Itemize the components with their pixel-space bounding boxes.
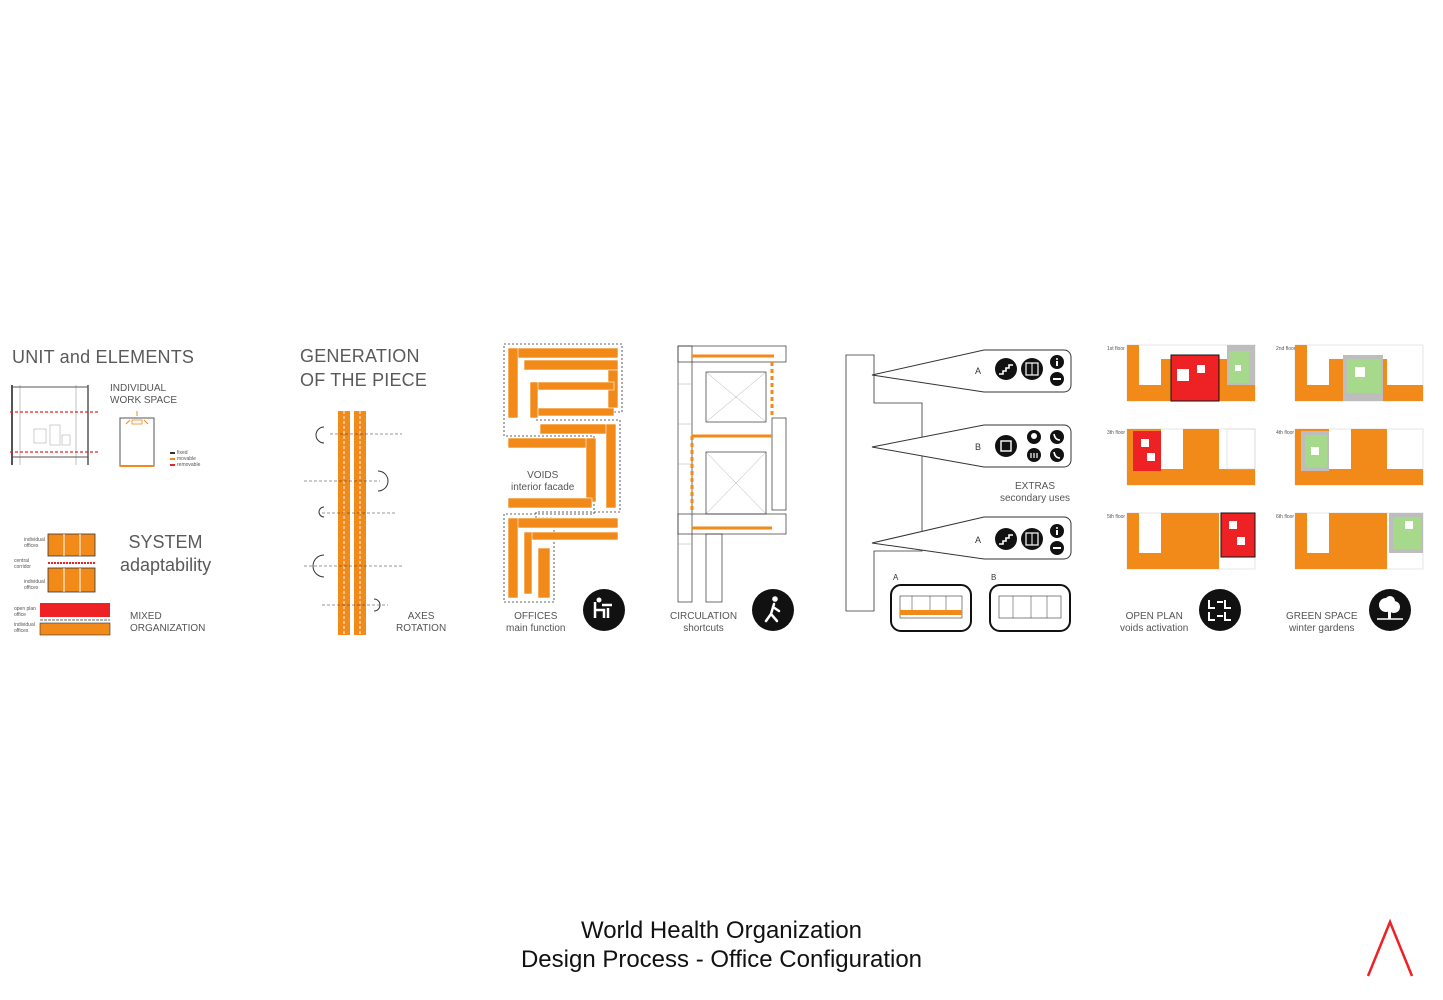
generation-title-line2: OF THE PIECE <box>300 370 428 390</box>
green-6th-floor <box>1294 512 1424 570</box>
legend-removable: removable <box>170 462 200 468</box>
footer-title: World Health Organization <box>580 917 863 944</box>
floor-label-2nd: 2nd floor <box>1276 346 1296 352</box>
generation-title: GENERATION OF THE PIECE <box>300 344 427 392</box>
floor-label-4th: 4th floor <box>1276 430 1295 436</box>
legend-fixed-label: fixed <box>177 450 188 456</box>
legend-movable-label: movable <box>177 456 196 462</box>
toilets-icon <box>1027 448 1041 462</box>
phone-icon-2 <box>1050 448 1064 462</box>
no-entry-icon-2 <box>1050 541 1064 555</box>
unit-title: UNIT and ELEMENTS <box>12 347 195 367</box>
offices-plan-drawing <box>503 343 623 603</box>
unit-legend: fixed movable removable <box>170 450 200 468</box>
green-4th-floor <box>1294 428 1424 486</box>
meeting-icon <box>1199 589 1241 631</box>
architect-logo <box>1366 918 1414 977</box>
system-title-line1: SYSTEM <box>128 532 203 552</box>
mixed-organization-drawing <box>39 603 111 636</box>
footer-subtitle: Design Process - Office Configuration <box>520 946 923 973</box>
generation-drawing <box>304 411 402 635</box>
extras-plan-drawing <box>845 349 1072 612</box>
extras-plan-label-b: B <box>991 573 997 582</box>
extras-letter-a1: A <box>975 366 982 376</box>
system-title: SYSTEM adaptability <box>120 531 211 577</box>
extras-letter-a2: A <box>975 535 982 545</box>
system-title-line2: adaptability <box>120 555 212 575</box>
info-icon-2 <box>1050 524 1064 538</box>
floor-label-6th: 6th floor <box>1276 514 1295 520</box>
person-sitting-icon <box>583 589 625 631</box>
person-walking-icon <box>752 589 794 631</box>
workspace-label-line2: WORK SPACE <box>110 395 178 406</box>
extras-plan-label-a: A <box>893 573 899 582</box>
tree-icon <box>1369 589 1411 631</box>
stairs-icon-2 <box>995 528 1017 550</box>
extras-letter-b: B <box>975 442 982 452</box>
floor-label-3th: 3th floor <box>1107 430 1126 436</box>
legend-fixed: fixed <box>170 450 200 456</box>
extras-plan-b <box>989 584 1071 632</box>
open-plan-5th-floor <box>1126 512 1256 570</box>
floor-label-1st: 1st floor <box>1107 346 1125 352</box>
circulation-plan-drawing <box>677 345 787 603</box>
phone-icon <box>1050 430 1064 444</box>
info-icon <box>1050 355 1064 369</box>
workspace-label-line1: INDIVIDUAL <box>110 383 167 394</box>
open-plan-3th-floor <box>1126 428 1256 486</box>
workspace-label: INDIVIDUAL WORK SPACE <box>110 383 177 407</box>
extras-plan-a <box>890 584 972 632</box>
green-2nd-floor <box>1294 344 1424 402</box>
floor-label-5th: 5th floor <box>1107 514 1126 520</box>
cafe-icon <box>995 435 1017 457</box>
system-drawing <box>47 533 96 593</box>
generation-title-line1: GENERATION <box>300 346 420 366</box>
elevator-icon <box>1021 358 1043 380</box>
open-plan-1st-floor <box>1126 344 1256 402</box>
no-entry-icon <box>1050 372 1064 386</box>
food-icon <box>1027 430 1041 444</box>
stairs-icon <box>995 358 1017 380</box>
legend-removable-label: removable <box>177 462 201 468</box>
workspace-unit-drawing <box>119 411 155 467</box>
unit-plan-drawing <box>10 385 100 465</box>
legend-movable: movable <box>170 456 200 462</box>
elevator-icon-2 <box>1021 528 1043 550</box>
